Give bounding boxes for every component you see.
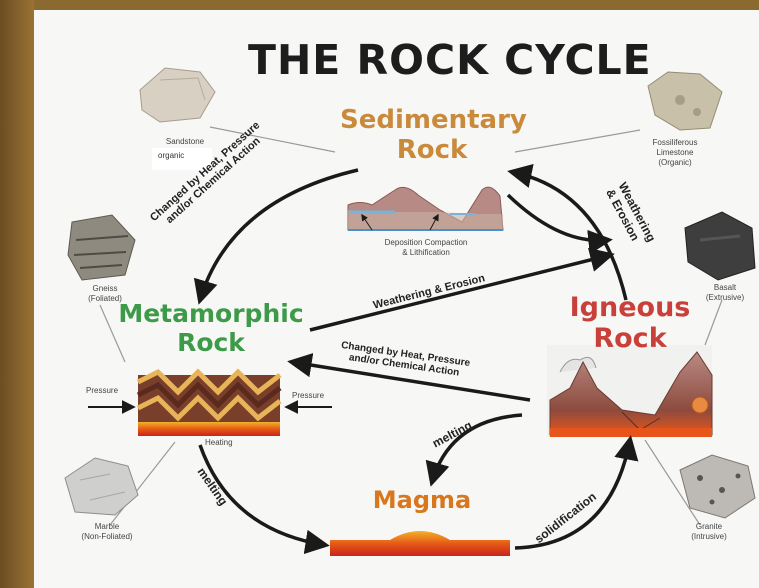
sandstone-note: organic: [158, 151, 198, 161]
limestone-line1: Fossiliferous: [640, 138, 710, 148]
marble-specimen: [65, 458, 138, 515]
sandstone-specimen: [140, 68, 215, 122]
sedimentary-line1: Sedimentary: [340, 106, 524, 136]
granite-caption: Granite (Intrusive): [674, 522, 744, 542]
arrow-igneous-to-magma: [432, 415, 522, 482]
arrow-magma-to-igneous: [515, 440, 630, 548]
pressure-label-right: Pressure: [292, 391, 324, 401]
sedimentary-landscape: [348, 187, 503, 230]
granite-specimen: [680, 455, 755, 518]
magma-label: Magma: [362, 487, 482, 515]
igneous-line2: Rock: [565, 323, 695, 354]
metamorphic-line1: Metamorphic: [116, 300, 306, 329]
sandstone-caption: Sandstone: [155, 137, 215, 147]
limestone-line2: Limestone: [640, 148, 710, 158]
heating-label: Heating: [205, 438, 233, 448]
arrow-sedimentary-to-metamorphic: [200, 170, 358, 300]
granite-line2: (Intrusive): [674, 532, 744, 542]
sedimentary-line2: Rock: [340, 136, 524, 166]
igneous-rock-label: Igneous Rock: [565, 292, 695, 354]
sedimentary-rock-label: Sedimentary Rock: [340, 106, 524, 166]
limestone-caption: Fossiliferous Limestone (Organic): [640, 138, 710, 168]
gneiss-line1: Gneiss: [70, 284, 140, 294]
metamorphic-rock-label: Metamorphic Rock: [116, 300, 306, 358]
limestone-line3: (Organic): [640, 158, 710, 168]
basalt-line1: Basalt: [692, 283, 758, 293]
marble-line1: Marble: [62, 522, 152, 532]
deposition-line1: Deposition Compaction: [366, 238, 486, 248]
metamorphic-line2: Rock: [116, 329, 306, 358]
pressure-label-left: Pressure: [86, 386, 118, 396]
granite-line1: Granite: [674, 522, 744, 532]
deposition-line2: & Lithification: [366, 248, 486, 258]
metamorphic-folds: [138, 372, 280, 436]
gneiss-caption: Gneiss (Foliated): [70, 284, 140, 304]
page-title: THE ROCK CYCLE: [248, 36, 652, 84]
basalt-line2: (Extrusive): [692, 293, 758, 303]
marble-line2: (Non-Foliated): [62, 532, 152, 542]
magma-pool: [330, 531, 510, 556]
gneiss-line2: (Foliated): [70, 294, 140, 304]
gneiss-specimen: [68, 215, 135, 280]
deposition-caption: Deposition Compaction & Lithification: [366, 238, 486, 258]
basalt-specimen: [685, 212, 755, 280]
igneous-line1: Igneous: [565, 292, 695, 323]
limestone-specimen: [648, 72, 722, 130]
arrow-sed-to-igneous-short: [508, 195, 608, 240]
basalt-caption: Basalt (Extrusive): [692, 283, 758, 303]
igneous-volcano: [547, 345, 712, 437]
marble-caption: Marble (Non-Foliated): [62, 522, 152, 542]
